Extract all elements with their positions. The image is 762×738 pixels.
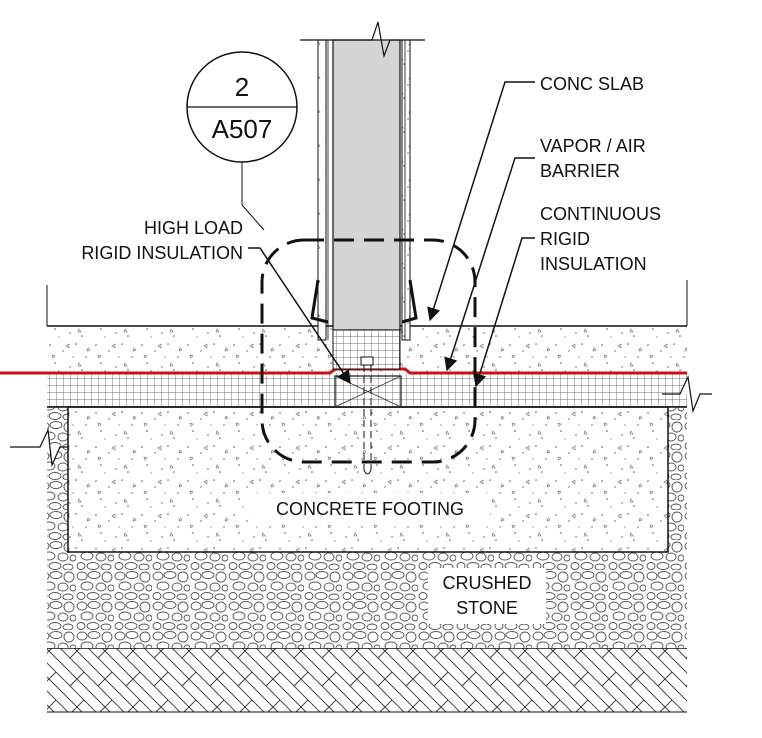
label-continuous-insulation-line2: RIGID bbox=[540, 229, 590, 249]
detail-sheet: A507 bbox=[212, 114, 273, 144]
leader-high-load-insulation bbox=[248, 247, 351, 385]
label-vapor-barrier-line1: VAPOR / AIR bbox=[540, 136, 646, 156]
leader-conc-slab bbox=[427, 81, 535, 322]
detail-callout: 2 A507 bbox=[186, 51, 298, 231]
wall-exterior-face bbox=[317, 39, 327, 341]
anchor-bolt bbox=[360, 356, 374, 475]
label-crushed-stone-line1: CRUSHED bbox=[442, 573, 531, 593]
break-line-left bbox=[10, 427, 68, 468]
label-vapor-barrier-line2: BARRIER bbox=[540, 161, 620, 181]
break-line-right bbox=[662, 374, 712, 414]
detail-number: 2 bbox=[235, 72, 249, 102]
label-high-load-line2: RIGID INSULATION bbox=[81, 243, 243, 263]
concrete-footing bbox=[67, 406, 669, 553]
label-high-load-line1: HIGH LOAD bbox=[144, 218, 243, 238]
label-crushed-stone-line2: STONE bbox=[456, 598, 518, 618]
wall-interior-face bbox=[401, 39, 411, 341]
label-conc-slab: CONC SLAB bbox=[540, 74, 644, 94]
earth-layer bbox=[47, 648, 687, 712]
leader-vapor-barrier bbox=[444, 157, 535, 372]
sill-plate bbox=[332, 329, 401, 370]
leader-continuous-insulation bbox=[473, 237, 535, 388]
label-continuous-insulation-line3: INSULATION bbox=[540, 254, 647, 274]
wall-core bbox=[332, 39, 401, 331]
label-continuous-insulation-line1: CONTINUOUS bbox=[540, 204, 661, 224]
label-concrete-footing: CONCRETE FOOTING bbox=[276, 499, 464, 519]
detail-boundary bbox=[260, 238, 477, 464]
